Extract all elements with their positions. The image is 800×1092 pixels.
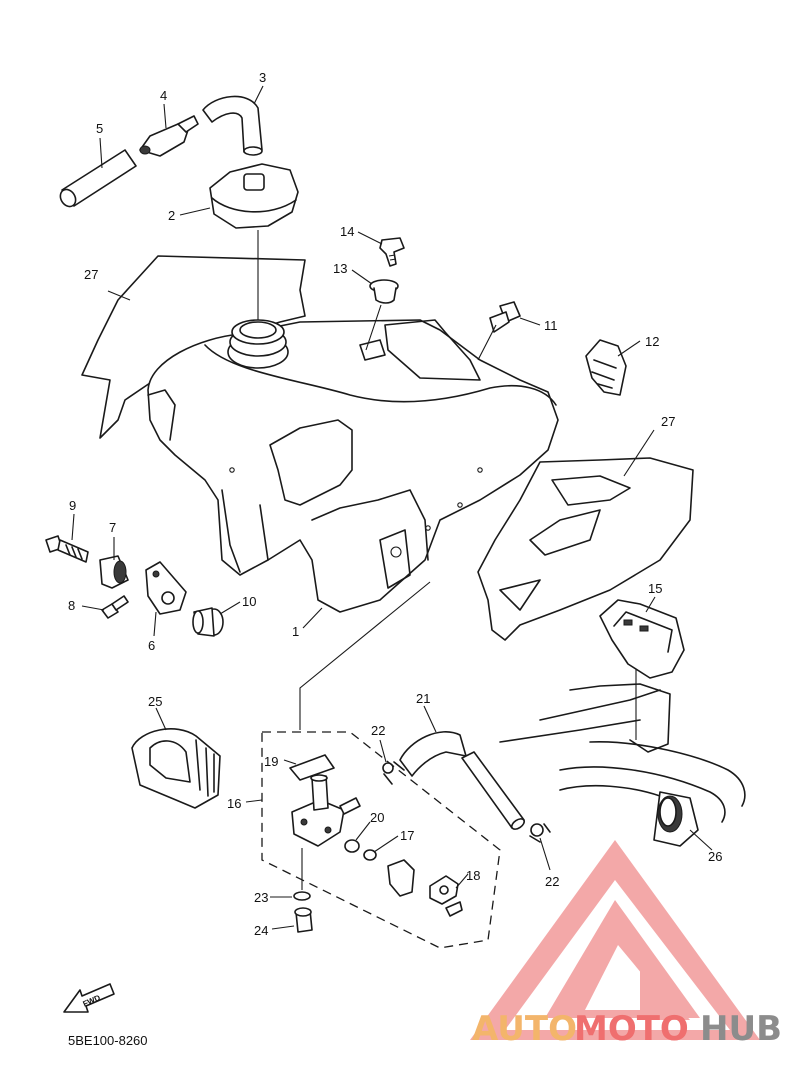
callout-17: 17 [400,828,414,843]
bolt-8 [101,595,129,619]
callout-21: 21 [416,691,430,706]
callout-23: 23 [254,890,268,905]
bolt-11 [477,301,521,361]
hose-clip-22-upper [382,761,405,785]
callout-22-lower: 22 [545,874,559,889]
bolt-24 [294,907,313,933]
callout-13: 13 [333,261,347,276]
fuel-cock-body [291,774,361,847]
collar-13 [365,279,399,351]
callout-22-upper: 22 [371,723,385,738]
watermark-text: AUTO MOTO HUB [472,1009,782,1049]
frame-tubes [499,640,746,823]
callout-18: 18 [466,868,480,883]
check-valve [139,115,199,157]
callout-labels: 1 2 3 4 5 6 7 8 9 10 11 12 13 14 15 16 1… [68,70,722,938]
fuel-cock-assembly-box [261,581,501,949]
bolt-9 [45,535,89,563]
bolt-14 [379,237,405,267]
plate-18 [429,875,459,905]
protector-25 [131,728,221,809]
callout-6: 6 [148,638,155,653]
vent-hose [59,149,137,208]
damper-7 [99,555,129,589]
callout-8: 8 [68,598,75,613]
callout-4: 4 [160,88,167,103]
callout-27-left: 27 [84,267,98,282]
clip-12 [585,339,627,396]
watermark-hub: HUB [700,1009,782,1049]
callout-5: 5 [96,121,103,136]
callout-3: 3 [259,70,266,85]
callout-25: 25 [148,694,162,709]
screw-18 [445,901,463,917]
callout-26: 26 [708,849,722,864]
damper-15 [599,599,685,679]
forward-direction-arrow: FWD [63,983,115,1013]
callout-27-right: 27 [661,414,675,429]
callout-16: 16 [227,796,241,811]
lever-cover [387,859,415,897]
part-code: 5BE100-8260 [68,1033,148,1048]
callout-24: 24 [254,923,268,938]
washer-23 [293,848,311,901]
fuel-cap [209,163,299,320]
callout-2: 2 [168,208,175,223]
gasket-19 [289,754,335,781]
watermark-moto: MOTO [574,1009,689,1049]
callout-15: 15 [648,581,662,596]
watermark-auto: AUTO [472,1009,577,1049]
breather-hose [202,95,263,156]
callout-11: 11 [544,318,558,333]
side-cover-right [477,457,694,641]
fuel-tank [147,319,559,613]
callout-19: 19 [264,754,278,769]
fuel-hose-21 [399,731,526,830]
watermark-logo-triangle [470,840,760,1040]
callout-10: 10 [242,594,256,609]
callout-7: 7 [109,520,116,535]
callout-12: 12 [645,334,659,349]
callout-20: 20 [370,810,384,825]
collar-10 [192,607,224,637]
leader-lines [71,85,713,930]
o-ring-17-20 [344,839,377,861]
callout-14: 14 [340,224,354,239]
hose-clip-22-lower [529,823,551,843]
callout-1: 1 [292,624,299,639]
callout-9: 9 [69,498,76,513]
damper-26 [653,791,699,847]
bracket-6 [145,561,187,615]
